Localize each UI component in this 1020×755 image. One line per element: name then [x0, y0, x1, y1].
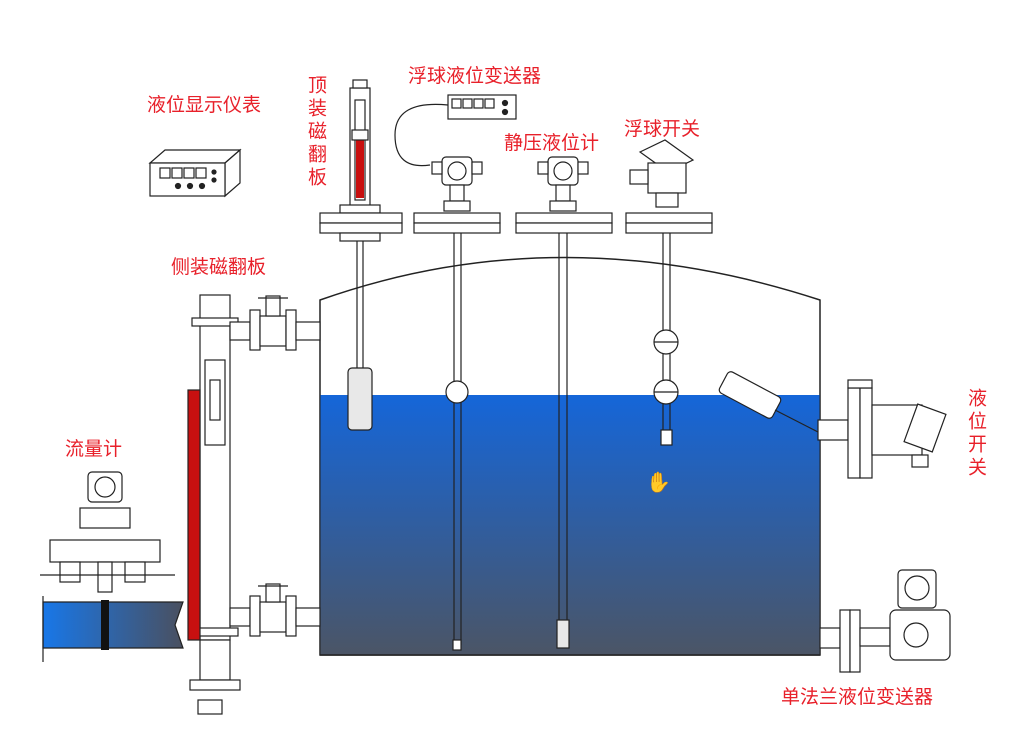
float-level-transmitter — [394, 94, 517, 651]
label-float-transmitter: 浮球液位变送器 — [408, 65, 542, 87]
liquid — [320, 395, 820, 655]
static-pressure-gauge — [515, 156, 613, 649]
label-level-switch: 液位开关 — [965, 388, 987, 480]
process-pipe — [42, 596, 184, 662]
label-flow-meter: 流量计 — [65, 438, 123, 460]
label-static-pressure: 静压液位计 — [504, 132, 600, 154]
label-flange-transmitter: 单法兰液位变送器 — [781, 686, 934, 708]
side-mounted-magnetic-flap — [187, 294, 321, 715]
level-display-meter — [148, 148, 242, 198]
label-top-mag-flap: 顶装磁翻板 — [305, 75, 327, 190]
tank — [319, 256, 821, 656]
single-flange-transmitter — [819, 569, 951, 673]
flow-meter — [40, 471, 175, 593]
top-mounted-magnetic-flap — [319, 79, 403, 431]
label-display-meter: 液位显示仪表 — [147, 94, 262, 116]
float-switch — [625, 139, 713, 446]
hand-pointer-icon: ✋ — [646, 470, 671, 494]
label-side-mag-flap: 侧装磁翻板 — [171, 256, 267, 278]
side-level-switch — [718, 371, 947, 479]
label-float-switch: 浮球开关 — [624, 118, 701, 140]
